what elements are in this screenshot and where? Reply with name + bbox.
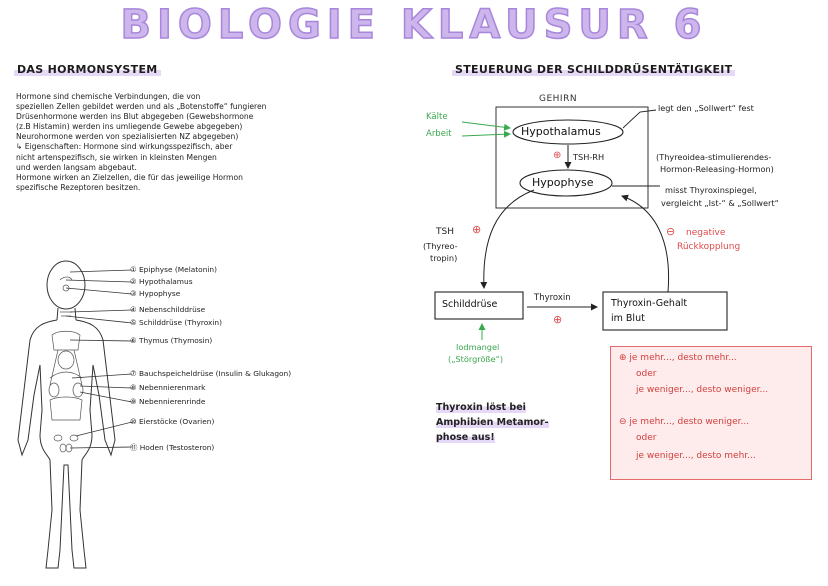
thyroxin-arrow-label: Thyroxin	[534, 293, 571, 303]
negative-label-line1: negative	[686, 228, 726, 238]
gehirn-box	[495, 106, 649, 209]
organ-label-eierstoecke: ⑩ Eierstöcke (Ovarien)	[130, 417, 215, 426]
gehalt-label-line2: im Blut	[611, 313, 645, 324]
metamorphose-note-line3: phose aus!	[436, 432, 495, 443]
plus-sign-tsh-rh: ⊕	[553, 150, 562, 161]
iodmangel-label-line1: Iodmangel	[456, 342, 500, 352]
organ-label-schilddruese: ⑤ Schilddrüse (Thyroxin)	[130, 318, 222, 327]
intro-paragraph: Hormone sind chemische Verbindungen, die…	[16, 92, 356, 193]
gehirn-label: GEHIRN	[539, 94, 578, 104]
negative-label-line2: Rückkopplung	[677, 242, 741, 252]
rule-negative-or: oder	[636, 433, 657, 443]
intro-line: spezifische Rezeptoren besitzen.	[16, 182, 141, 192]
rules-box	[610, 346, 812, 480]
tsh-label: TSH	[436, 227, 454, 237]
intro-line: Hormone wirken an Zielzellen, die für da…	[16, 172, 243, 182]
tsh-full-line1: (Thyreo-	[423, 241, 458, 251]
organ-label-epiphyse: ① Epiphyse (Melatonin)	[130, 265, 217, 274]
arrow-kaelte	[461, 121, 511, 131]
intro-line: speziellen Zellen gebildet werden und al…	[16, 102, 267, 112]
organ-label-nebennierenrinde: ⑨ Nebennierenrinde	[130, 397, 206, 406]
minus-sign-feedback: ⊖	[666, 225, 676, 238]
section-heading-hormonsystem: DAS HORMONSYSTEM	[14, 63, 161, 76]
rule-positive-or: oder	[636, 369, 657, 379]
human-body-illustration	[17, 260, 133, 569]
misst-note-line2: vergleicht „Ist-“ & „Sollwert“	[661, 198, 779, 208]
organ-label-hypophyse: ③ Hypophyse	[130, 289, 181, 298]
organ-label-hoden: ⑪ Hoden (Testosteron)	[130, 443, 215, 452]
hypothalamus-oval	[512, 119, 624, 145]
arrow-tsh	[480, 189, 535, 289]
schilddruese-box	[434, 291, 524, 320]
metamorphose-note-line1: Thyroxin löst bei	[436, 402, 526, 413]
rule-positive-line1: ⊕ je mehr..., desto mehr...	[619, 353, 737, 363]
intro-line: (z.B Histamin) werden ins umliegende Gew…	[16, 122, 243, 132]
organ-label-thymus: ⑥ Thymus (Thymosin)	[130, 336, 213, 345]
section-heading-steuerung: STEUERUNG DER SCHILDDRÜSENTÄTIGKEIT	[452, 63, 736, 76]
hypophyse-label: Hypophyse	[532, 176, 594, 189]
tsh-full-line2: tropin)	[430, 253, 458, 263]
thyroxin-gehalt-box	[602, 291, 728, 331]
rule-negative-line2: je weniger..., desto mehr...	[636, 451, 756, 461]
trh-description-line1: (Thyreoidea-stimulierendes-	[656, 152, 772, 162]
iodmangel-label-line2: („Störgröße“)	[448, 354, 504, 364]
sollwert-note: legt den „Sollwert“ fest	[658, 103, 754, 113]
misst-note-line1: misst Thyroxinspiegel,	[665, 185, 757, 195]
page-title: BIOLOGIE KLAUSUR 6	[120, 1, 708, 49]
organ-label-nebennierenmark: ⑧ Nebennierenmark	[130, 383, 206, 392]
arbeit-label: Arbeit	[426, 129, 452, 139]
intro-line: Drüsenhormone werden ins Blut abgegeben …	[16, 112, 254, 122]
organ-label-bauchspeicheldruese: ⑦ Bauchspeicheldrüse (Insulin & Glukagon…	[130, 369, 292, 378]
kaelte-label: Kälte	[426, 112, 448, 122]
rule-positive-line2: je weniger..., desto weniger...	[636, 385, 769, 395]
plus-sign-tsh: ⊕	[472, 223, 482, 236]
tsh-rh-label: TSH-RH	[573, 152, 605, 162]
intro-line: Hormone sind chemische Verbindungen, die…	[16, 92, 201, 101]
trh-description-line2: Hormon-Releasing-Hormon)	[660, 164, 774, 174]
rule-negative-line1: ⊖ je mehr..., desto weniger...	[619, 417, 750, 427]
hypophyse-oval	[519, 169, 613, 197]
hypothalamus-label: Hypothalamus	[521, 125, 601, 138]
schilddruese-label: Schilddrüse	[442, 299, 498, 310]
arrow-feedback	[621, 194, 670, 293]
organ-label-nebenschilddruese: ④ Nebenschilddrüse	[130, 305, 206, 314]
plus-sign-thyroxin: ⊕	[553, 313, 563, 326]
intro-line: und werden langsam abgebaut.	[16, 162, 137, 172]
intro-line: nicht artenspezifisch, sie wirken in kle…	[16, 152, 217, 162]
arrow-arbeit	[461, 130, 511, 138]
intro-line: ↳ Eigenschaften: Hormone sind wirkungssp…	[16, 142, 233, 152]
sollwert-leader	[622, 109, 657, 129]
gehalt-label-line1: Thyroxin-Gehalt	[611, 298, 688, 309]
intro-line: Neurohormone werden von spezialisierten …	[16, 132, 239, 142]
organ-label-hypothalamus: ② Hypothalamus	[130, 277, 193, 286]
metamorphose-note-line2: Amphibien Metamor-	[436, 417, 549, 428]
